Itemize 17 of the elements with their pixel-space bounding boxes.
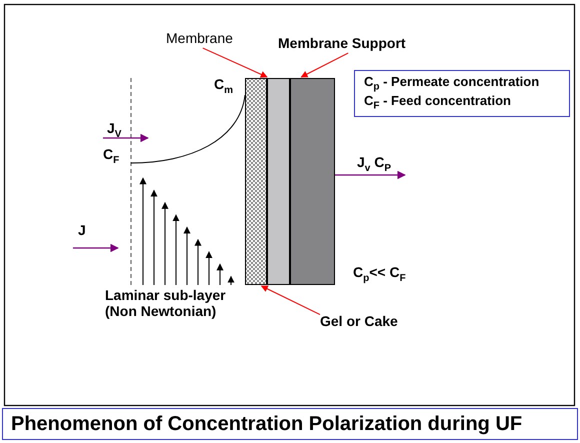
title: Phenomenon of Concentration Polarization during UF (2, 408, 578, 440)
membrane-support-label: Membrane Support (278, 35, 406, 52)
concentration-label: C$_{p}$<< C$_{F}$ (353, 264, 406, 284)
leader-arrow (202, 48, 268, 78)
concentration-label: C$_{F}$ (103, 146, 120, 166)
gel-label: Gel or Cake (320, 313, 398, 330)
flux-label: J$_{v}$ C$_{P}$ (357, 154, 392, 174)
concentration-label: C$_{m}$ (214, 76, 234, 96)
flux-label: J (78, 222, 86, 238)
definition-text: C$_{F}$ - Feed concentration (364, 94, 511, 112)
flux-label: J$_{V}$ (107, 120, 122, 140)
definition-text: C$_{p}$ - Permeate concentration (364, 75, 540, 94)
definition-box (354, 70, 570, 117)
membrane-label: Membrane (166, 30, 233, 46)
leader-arrow (260, 286, 320, 316)
sublayer-label: Laminar sub-layer (Non Newtonian) (105, 287, 227, 320)
leader-arrow (300, 52, 349, 78)
